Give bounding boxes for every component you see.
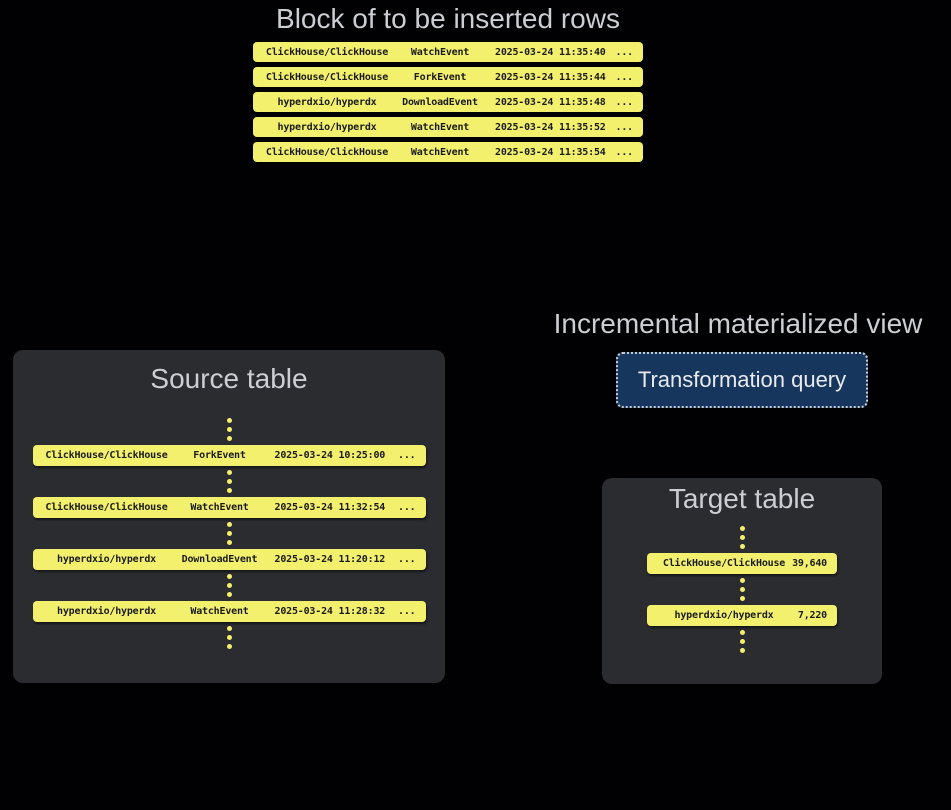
row-more-columns: ... xyxy=(615,121,634,133)
row-repo: ClickHouse/ClickHouse xyxy=(265,46,389,58)
row-repo: ClickHouse/ClickHouse xyxy=(265,71,389,83)
source-row: hyperdxio/hyperdx DownloadEvent 2025-03-… xyxy=(32,549,426,570)
row-event: WatchEvent xyxy=(190,502,249,513)
row-count: 39,640 xyxy=(792,558,827,569)
row-timestamp: 2025-03-24 11:35:40 xyxy=(495,46,606,58)
row-event: WatchEvent xyxy=(410,146,470,158)
ellipsis-dots-icon xyxy=(739,526,745,549)
row-repo: ClickHouse/ClickHouse xyxy=(662,558,786,569)
insert-row: ClickHouse/ClickHouse WatchEvent 2025-03… xyxy=(253,142,643,162)
row-count: 7,220 xyxy=(797,610,827,621)
row-timestamp: 2025-03-24 11:35:44 xyxy=(495,71,606,83)
row-event: DownloadEvent xyxy=(181,554,258,565)
row-timestamp: 2025-03-24 10:25:00 xyxy=(274,450,386,461)
row-event: WatchEvent xyxy=(410,46,470,58)
insert-row: hyperdxio/hyperdx DownloadEvent 2025-03-… xyxy=(253,92,643,112)
row-timestamp: 2025-03-24 11:20:12 xyxy=(274,554,386,565)
ellipsis-dots-icon xyxy=(226,574,232,597)
row-more-columns: ... xyxy=(615,96,634,108)
ellipsis-dots-icon xyxy=(226,418,232,441)
row-more-columns: ... xyxy=(398,450,416,461)
source-table-panel: Source table ClickHouse/ClickHouse ForkE… xyxy=(13,350,445,683)
insert-block-title: Block of to be inserted rows xyxy=(276,3,620,34)
insert-block: Block of to be inserted rows ClickHouse/… xyxy=(123,2,773,162)
row-more-columns: ... xyxy=(398,502,416,513)
insert-row: ClickHouse/ClickHouse WatchEvent 2025-03… xyxy=(253,42,643,62)
row-more-columns: ... xyxy=(398,554,416,565)
row-timestamp: 2025-03-24 11:28:32 xyxy=(274,606,386,617)
row-more-columns: ... xyxy=(615,46,634,58)
row-timestamp: 2025-03-24 11:35:52 xyxy=(495,121,606,133)
row-more-columns: ... xyxy=(398,606,416,617)
source-row: hyperdxio/hyperdx WatchEvent 2025-03-24 … xyxy=(32,601,426,622)
row-more-columns: ... xyxy=(615,71,634,83)
ellipsis-dots-icon xyxy=(226,470,232,493)
row-repo: ClickHouse/ClickHouse xyxy=(265,146,389,158)
materialized-view-title: Incremental materialized view xyxy=(553,308,923,339)
row-timestamp: 2025-03-24 11:35:54 xyxy=(495,146,606,158)
row-repo: ClickHouse/ClickHouse xyxy=(45,502,168,513)
source-row: ClickHouse/ClickHouse ForkEvent 2025-03-… xyxy=(32,445,426,466)
ellipsis-dots-icon xyxy=(226,626,232,649)
source-table-title: Source table xyxy=(150,363,308,394)
ellipsis-dots-icon xyxy=(739,630,745,653)
row-repo: ClickHouse/ClickHouse xyxy=(45,450,168,461)
insert-row: ClickHouse/ClickHouse ForkEvent 2025-03-… xyxy=(253,67,643,87)
target-row: ClickHouse/ClickHouse 39,640 xyxy=(647,553,837,574)
row-event: WatchEvent xyxy=(190,606,249,617)
row-repo: hyperdxio/hyperdx xyxy=(674,610,774,621)
row-event: ForkEvent xyxy=(193,450,246,461)
row-timestamp: 2025-03-24 11:32:54 xyxy=(274,502,386,513)
row-more-columns: ... xyxy=(615,146,634,158)
row-repo: hyperdxio/hyperdx xyxy=(277,121,377,133)
target-table-rows: ClickHouse/ClickHouse 39,640 hyperdxio/h… xyxy=(647,526,837,653)
row-repo: hyperdxio/hyperdx xyxy=(57,606,156,617)
insert-row: hyperdxio/hyperdx WatchEvent 2025-03-24 … xyxy=(253,117,643,137)
ellipsis-dots-icon xyxy=(739,578,745,601)
row-event: ForkEvent xyxy=(413,71,467,83)
row-event: DownloadEvent xyxy=(402,96,478,108)
target-table-panel: Target table ClickHouse/ClickHouse 39,64… xyxy=(602,478,882,684)
row-event: WatchEvent xyxy=(410,121,470,133)
ellipsis-dots-icon xyxy=(226,522,232,545)
source-row: ClickHouse/ClickHouse WatchEvent 2025-03… xyxy=(32,497,426,518)
target-table-title: Target table xyxy=(668,483,816,514)
target-row: hyperdxio/hyperdx 7,220 xyxy=(647,605,837,626)
insert-rows: ClickHouse/ClickHouse WatchEvent 2025-03… xyxy=(253,42,643,162)
transformation-query-box: Transformation query xyxy=(616,352,868,408)
row-timestamp: 2025-03-24 11:35:48 xyxy=(495,96,606,108)
row-repo: hyperdxio/hyperdx xyxy=(277,96,377,108)
row-repo: hyperdxio/hyperdx xyxy=(57,554,156,565)
source-table-rows: ClickHouse/ClickHouse ForkEvent 2025-03-… xyxy=(32,418,426,649)
